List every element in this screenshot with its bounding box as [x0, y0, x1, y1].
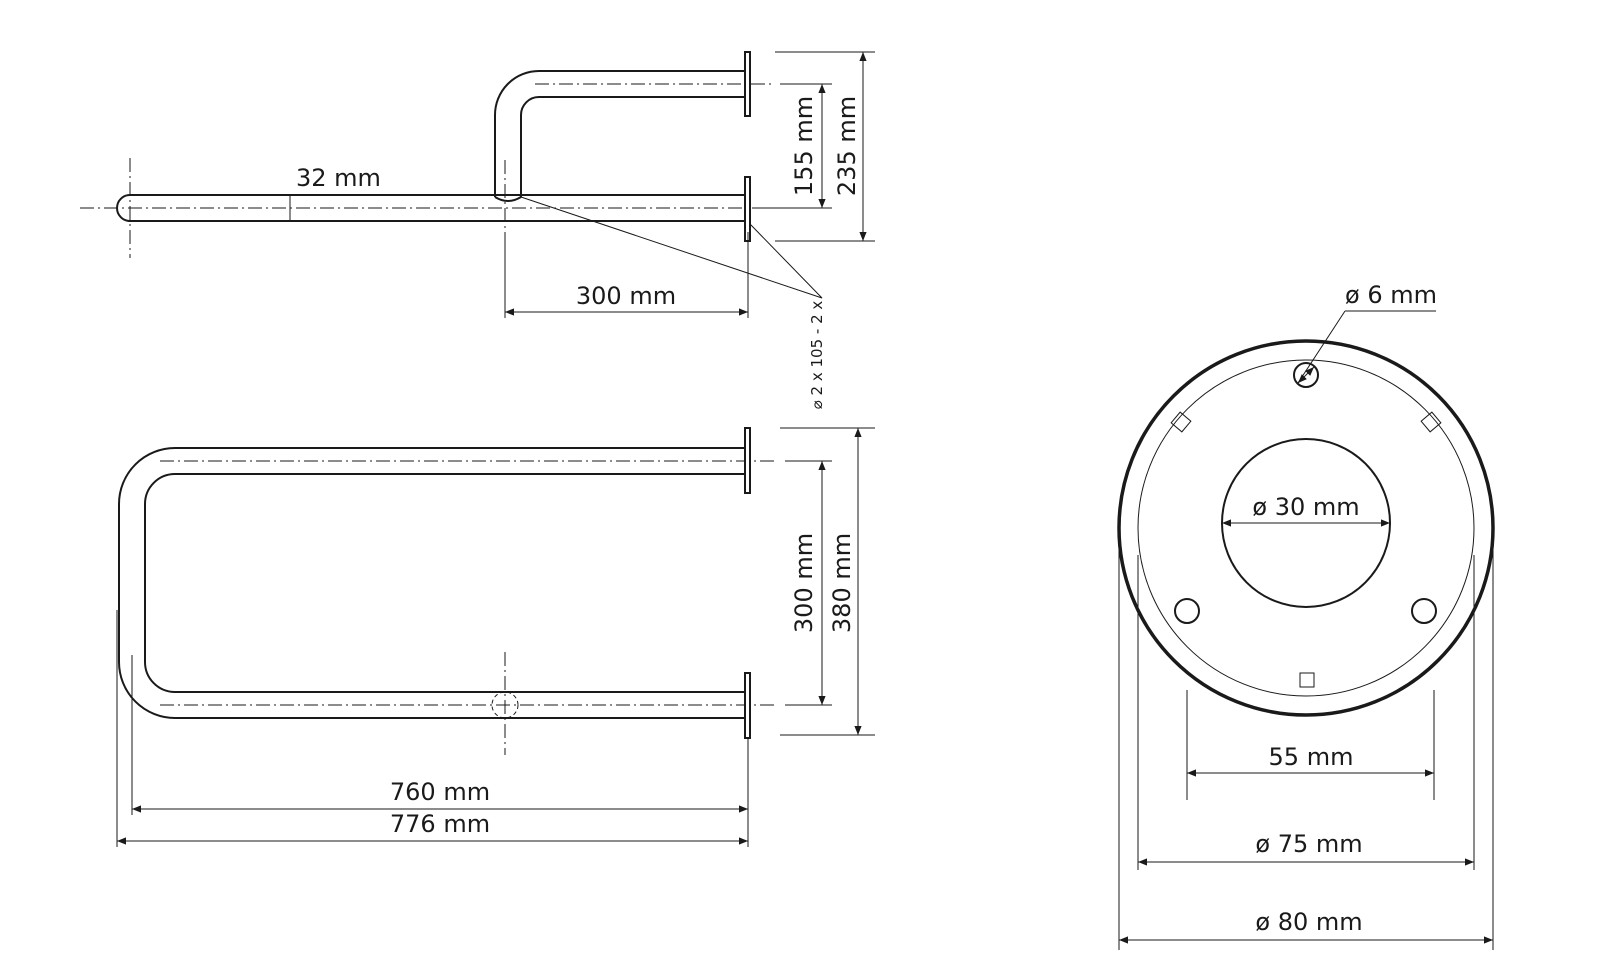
top-support-circle — [491, 691, 519, 719]
flange-view: ø 6 mm ø 30 mm 55 mm ø 75 mm ø 80 mm — [1117, 281, 1495, 950]
flange-square-mark-bottom — [1299, 672, 1315, 688]
side-upper-tube — [494, 70, 745, 197]
side-lower-flange — [744, 176, 751, 242]
flange-square-mark-right — [1420, 411, 1442, 433]
screw-hole-right — [1411, 598, 1437, 624]
inner-diameter-label: ø 75 mm — [1255, 830, 1362, 858]
top-tube-inner — [144, 473, 745, 693]
width-outer-label: 380 mm — [828, 533, 856, 633]
side-tube-joint — [494, 196, 522, 202]
length-outer-label: 776 mm — [390, 810, 490, 838]
screw-hole-left — [1174, 598, 1200, 624]
side-lower-tube — [116, 194, 745, 222]
side-upper-flange — [744, 51, 751, 117]
side-view: 32 mm 300 mm 155 mm 235 mm ⌀ 2 x 105 - 2… — [80, 51, 875, 410]
width-inner-label: 300 mm — [790, 533, 818, 633]
screw-hole-top — [1293, 362, 1319, 388]
top-view: 300 mm 380 mm 760 mm 776 mm — [116, 427, 875, 847]
flange-outer-circle — [1117, 339, 1495, 717]
hole-diameter-label: ø 6 mm — [1345, 281, 1437, 309]
flange-inner-circle — [1137, 359, 1475, 697]
offset-label: 300 mm — [576, 282, 676, 310]
center-diameter-label: ø 30 mm — [1252, 493, 1359, 521]
outer-diameter-label: ø 80 mm — [1255, 908, 1362, 936]
screws-label: ⌀ 2 x 105 - 2 x — [808, 301, 826, 410]
tube-diameter-label: 32 mm — [296, 164, 381, 192]
top-tube-outer — [118, 447, 745, 719]
length-inner-label: 760 mm — [390, 778, 490, 806]
hole-spacing-label: 55 mm — [1269, 743, 1354, 771]
top-lower-flange — [744, 672, 751, 739]
height-outer-label: 235 mm — [833, 96, 861, 196]
screws-leader — [520, 196, 823, 299]
top-upper-flange — [744, 427, 751, 494]
flange-square-mark-left — [1170, 411, 1192, 433]
hole-diameter-leader — [1297, 310, 1346, 384]
hole-diameter-dimline — [1297, 366, 1315, 384]
height-inner-label: 155 mm — [790, 96, 818, 196]
